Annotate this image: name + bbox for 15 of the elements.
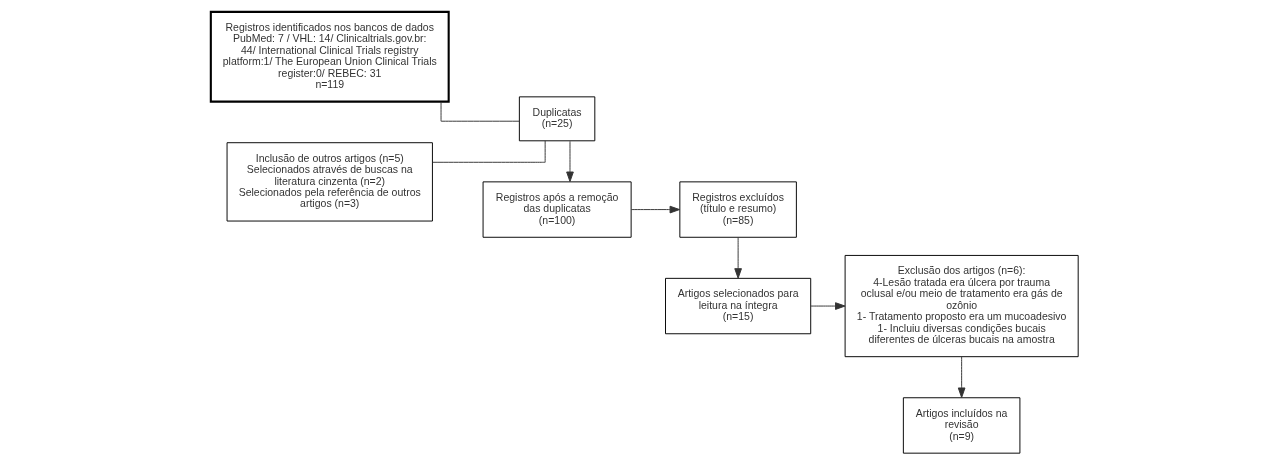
arrow: [733, 237, 742, 279]
node-box: Duplicatas (n=25): [518, 96, 595, 142]
connector: [431, 140, 546, 163]
node-box: Artigos incluídos na revisão (n=9): [902, 397, 1020, 454]
node-box: Registros excluídos (título e resumo) (n=85): [678, 181, 797, 238]
node-box: Inclusão de outros artigos (n=5) Selecionados através de buscas na literatura cinzenta (n=2) Selecionados pela referência de outros artigos (n=3): [226, 142, 433, 222]
arrow: [957, 356, 965, 398]
node-box: Artigos selecionados para leitura na íntegra (n=15): [664, 277, 811, 335]
node-box: Registros identificados nos bancos de dados PubMed: 7 / VHL: 14/ Clinicaltrials.gov.br: 44/ International Clinical Trials registry platform:1/ The European Union Clinical Trials register:0/ REBEC: 31 n=119: [209, 10, 450, 103]
arrow: [565, 140, 574, 183]
arrow: [810, 302, 846, 310]
arrow: [630, 205, 680, 214]
node-box: Registros após a remoção das duplicatas (n=100): [482, 181, 632, 238]
node-box: Exclusão dos artigos (n=6): 4-Lesão tratada era úlcera por trauma oclusal e/ou meio de tratamento era gás de ozônio 1- Tratamento proposto era um mucoadesivo 1- Incluiu diversas condições bucais diferentes de úlceras bucais na amostra: [844, 254, 1079, 358]
connector: [440, 101, 520, 122]
